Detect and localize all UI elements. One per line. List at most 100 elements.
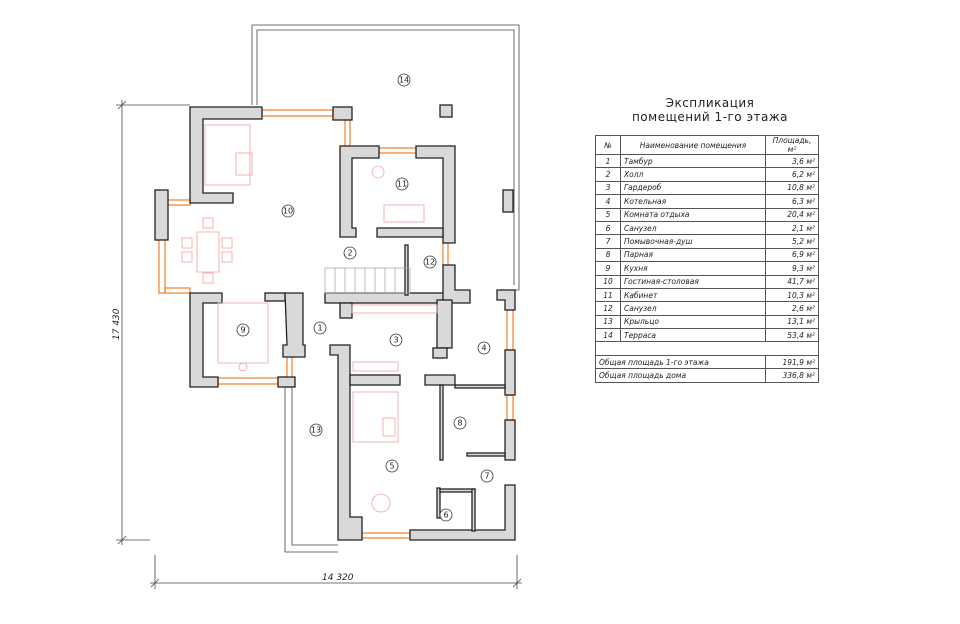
row-area: 9,3 м²: [765, 261, 819, 276]
total-label: Общая площадь 1-го этажа: [595, 354, 766, 370]
room-label-13: 13: [309, 423, 323, 437]
row-num: 13: [595, 314, 621, 330]
row-name: Санузел: [620, 301, 766, 316]
header-area: Площадь, м²: [765, 135, 819, 155]
svg-text:9: 9: [240, 326, 245, 335]
row-num: 11: [595, 287, 621, 303]
row-name: Тамбур: [620, 153, 766, 169]
svg-text:3: 3: [393, 336, 398, 345]
row-num: 6: [595, 220, 621, 236]
svg-text:12: 12: [425, 258, 435, 267]
svg-text:14 320: 14 320: [322, 573, 354, 583]
column: [502, 189, 514, 213]
svg-text:11: 11: [397, 180, 407, 189]
svg-text:4: 4: [481, 344, 486, 353]
room-labels: 14 10 11 2 12 9 1 3 4 13 8 5 7 6: [236, 73, 494, 522]
row-name: Терраса: [620, 328, 766, 343]
row-area: 13,1 м²: [765, 314, 819, 330]
svg-text:8: 8: [457, 419, 462, 428]
row-num: 1: [595, 153, 621, 169]
total-label: Общая площадь дома: [595, 368, 766, 383]
row-num: 8: [595, 247, 621, 263]
row-name: Комната отдыха: [620, 207, 766, 222]
row-area: 2,1 м²: [765, 220, 819, 236]
row-num: 12: [595, 301, 621, 316]
row-area: 53,4 м²: [765, 328, 819, 343]
row-name: Кухня: [620, 261, 766, 276]
column: [439, 104, 453, 118]
row-num: 9: [595, 261, 621, 276]
room-label-8: 8: [453, 416, 467, 430]
row-name: Санузел: [620, 220, 766, 236]
room-label-11: 11: [395, 177, 409, 191]
empty-row: [595, 341, 819, 356]
room-label-3: 3: [389, 333, 403, 347]
room-label-10: 10: [281, 204, 295, 218]
walls: [154, 106, 516, 541]
svg-text:17 430: 17 430: [112, 308, 122, 340]
row-area: 41,7 м²: [765, 274, 819, 289]
row-area: 5,2 м²: [765, 234, 819, 249]
empty-cell: [595, 341, 819, 356]
header-name: Наименование помещения: [620, 135, 766, 155]
row-name: Кабинет: [620, 287, 766, 303]
room-label-1: 1: [313, 321, 327, 335]
room-label-6: 6: [439, 508, 453, 522]
terrace-outline: [251, 24, 520, 291]
svg-text:7: 7: [484, 472, 489, 481]
row-name: Гардероб: [620, 180, 766, 196]
terrace-inner-line: [256, 29, 515, 285]
total-area: 191,9 м²: [765, 354, 819, 370]
row-num: 5: [595, 207, 621, 222]
svg-text:2: 2: [347, 249, 352, 258]
svg-text:1: 1: [317, 324, 322, 333]
row-name: Холл: [620, 167, 766, 182]
row-num: 14: [595, 328, 621, 343]
room-label-7: 7: [480, 469, 494, 483]
row-area: 20,4 м²: [765, 207, 819, 222]
svg-text:6: 6: [443, 511, 448, 520]
explication-title: Экспликация помещений 1-го этажа: [600, 96, 820, 124]
row-num: 4: [595, 194, 621, 209]
row-area: 10,3 м²: [765, 287, 819, 303]
room-label-2: 2: [343, 246, 357, 260]
row-num: 2: [595, 167, 621, 182]
row-area: 6,9 м²: [765, 247, 819, 263]
row-area: 10,8 м²: [765, 180, 819, 196]
dimension-width: 14 320: [150, 555, 522, 589]
row-area: 2,6 м²: [765, 301, 819, 316]
svg-text:10: 10: [283, 207, 293, 216]
row-name: Котельная: [620, 194, 766, 209]
row-num: 7: [595, 234, 621, 249]
dimension-height: 17 430: [112, 100, 190, 545]
row-area: 6,2 м²: [765, 167, 819, 182]
svg-text:5: 5: [389, 462, 394, 471]
porch-outline: [284, 387, 338, 553]
svg-text:13: 13: [311, 426, 321, 435]
row-num: 3: [595, 180, 621, 196]
room-label-9: 9: [236, 323, 250, 337]
row-name: Помывочная-душ: [620, 234, 766, 249]
room-label-4: 4: [477, 341, 491, 355]
total-area: 336,8 м²: [765, 368, 819, 383]
room-label-14: 14: [397, 73, 411, 87]
title-line-2: помещений 1-го этажа: [631, 110, 789, 124]
furniture: [181, 124, 438, 513]
